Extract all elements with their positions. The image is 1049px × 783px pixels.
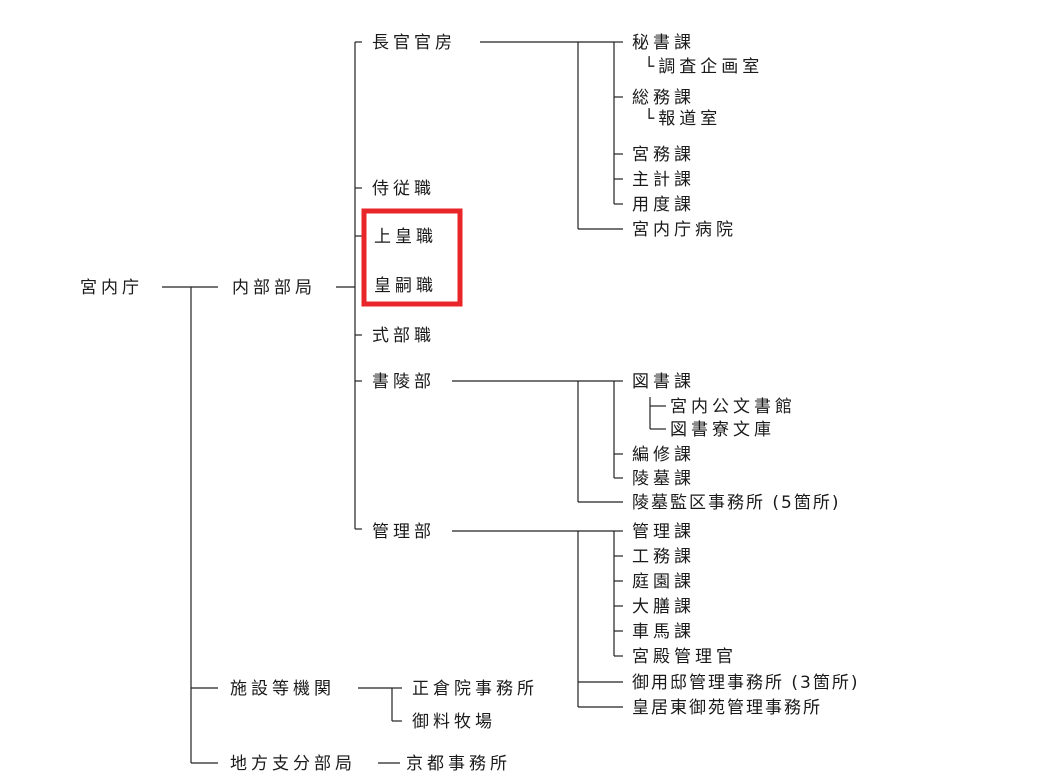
section-tosho: 図書課	[632, 372, 695, 392]
section-shame: 車馬課	[632, 622, 695, 642]
section-kumu: 宮務課	[632, 145, 695, 165]
section-tosho-sub2: 図書寮文庫	[670, 420, 775, 440]
section-teien: 庭園課	[632, 572, 695, 592]
section-hisho: 秘書課	[632, 33, 695, 53]
unit-jiju: 侍従職	[372, 179, 435, 199]
unit-chokan: 長官官房	[372, 33, 456, 53]
section-somu-sub: └報道室	[644, 108, 721, 129]
section-kyuden: 宮殿管理官	[632, 647, 737, 667]
root-node: 宮内庁	[80, 278, 143, 298]
section-ryobo-kanku: 陵墓監区事務所 (5箇所)	[632, 493, 840, 513]
branch-facilities: 施設等機関	[230, 679, 335, 699]
section-yodo: 用度課	[632, 195, 695, 215]
highlight-box	[361, 208, 463, 307]
section-kanri: 管理課	[632, 522, 695, 542]
branch-regional: 地方支分部局	[230, 754, 356, 774]
section-kokyo-higashi: 皇居東御苑管理事務所	[632, 698, 822, 718]
section-goyotei: 御用邸管理事務所 (3箇所)	[632, 673, 859, 693]
unit-shikibu: 式部職	[372, 326, 435, 346]
section-hospital: 宮内庁病院	[632, 220, 737, 240]
unit-kanribu: 管理部	[372, 522, 435, 542]
facility-shosoin: 正倉院事務所	[412, 679, 538, 699]
branch-internal: 内部部局	[232, 278, 316, 298]
labels: 宮内庁 内部部局 施設等機関 地方支分部局 長官官房 侍従職 上皇職 皇嗣職 式…	[80, 33, 859, 774]
section-shukei: 主計課	[632, 170, 695, 190]
unit-jokoshoku: 上皇職	[374, 227, 437, 247]
section-daizen: 大膳課	[632, 597, 695, 617]
unit-shoryobu: 書陵部	[372, 372, 435, 392]
regional-kyoto: 京都事務所	[406, 754, 511, 774]
connector-lines	[162, 41, 666, 764]
section-henshu: 編修課	[632, 445, 695, 465]
section-hisho-sub: └調査企画室	[644, 56, 763, 77]
section-tosho-sub1: 宮内公文書館	[670, 397, 796, 417]
facility-bokujo: 御料牧場	[412, 712, 496, 732]
section-ryobo: 陵墓課	[632, 469, 695, 489]
unit-koshishoku: 皇嗣職	[374, 276, 437, 296]
section-komu: 工務課	[632, 547, 695, 567]
section-somu: 総務課	[632, 88, 695, 108]
